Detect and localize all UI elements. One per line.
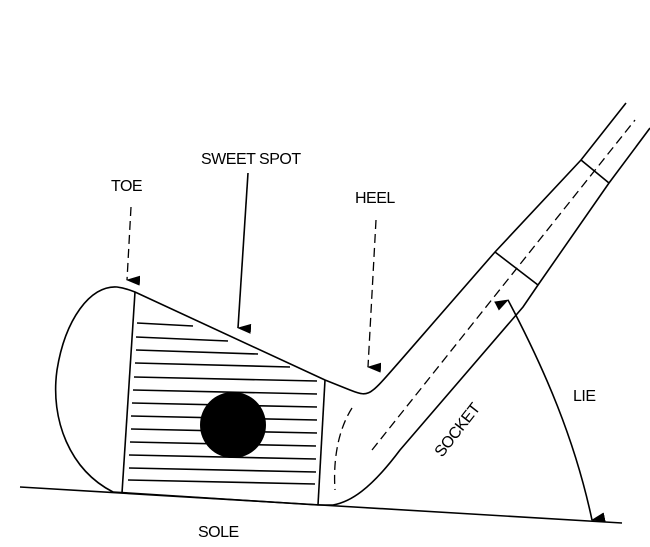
face-right-line (317, 379, 326, 506)
face-left-line (121, 291, 136, 494)
socket-label: SOCKET (432, 400, 485, 461)
sweet-spot-arrow (237, 172, 252, 334)
club-head-outline (54, 102, 627, 493)
ferrule-band-upper (580, 159, 610, 184)
ferrule-band-lower (494, 251, 539, 286)
toe-arrow (126, 206, 141, 286)
sweet-spot-ball (200, 392, 266, 458)
lie-angle-arrow (494, 299, 606, 523)
club-sole-outline (112, 127, 650, 506)
lie-label: LIE (573, 388, 596, 405)
heel-label: HEEL (355, 190, 395, 207)
sweet-spot-label: SWEET SPOT (201, 151, 301, 168)
face-grooves (127, 322, 318, 485)
toe-label: TOE (111, 178, 142, 195)
shaft-centerline (371, 119, 636, 451)
heel-inner-dashed (333, 407, 353, 491)
sole-label: SOLE (198, 524, 239, 541)
heel-arrow (367, 219, 382, 373)
